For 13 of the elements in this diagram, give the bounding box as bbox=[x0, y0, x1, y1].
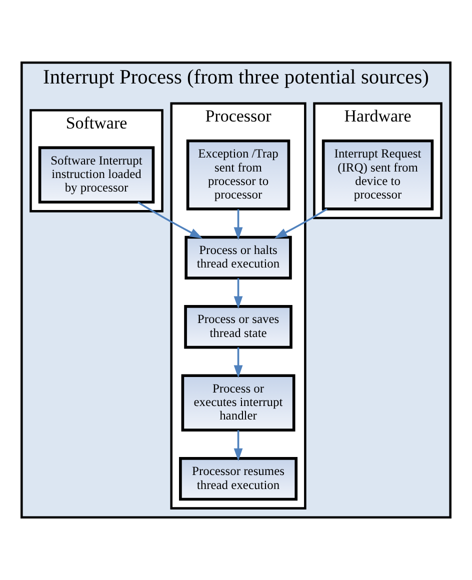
node-box: Process or saves thread state bbox=[184, 305, 292, 349]
node-box: Processor resumes thread execution bbox=[179, 457, 298, 501]
node-box: Process or halts thread execution bbox=[184, 236, 292, 280]
arrow bbox=[234, 278, 243, 309]
arrow bbox=[234, 209, 243, 240]
arrow bbox=[138, 201, 203, 239]
arrow bbox=[234, 347, 243, 378]
arrow bbox=[274, 208, 328, 238]
node-box: Exception /Trap sent from processor to processor bbox=[186, 139, 290, 210]
node-box: Software Interrupt instruction loaded by processor bbox=[38, 146, 155, 204]
arrow bbox=[234, 430, 243, 462]
node-box: Interrupt Request (IRQ) sent from device to processor bbox=[322, 139, 434, 210]
node-box: Process or executes interrupt handler bbox=[181, 374, 296, 432]
